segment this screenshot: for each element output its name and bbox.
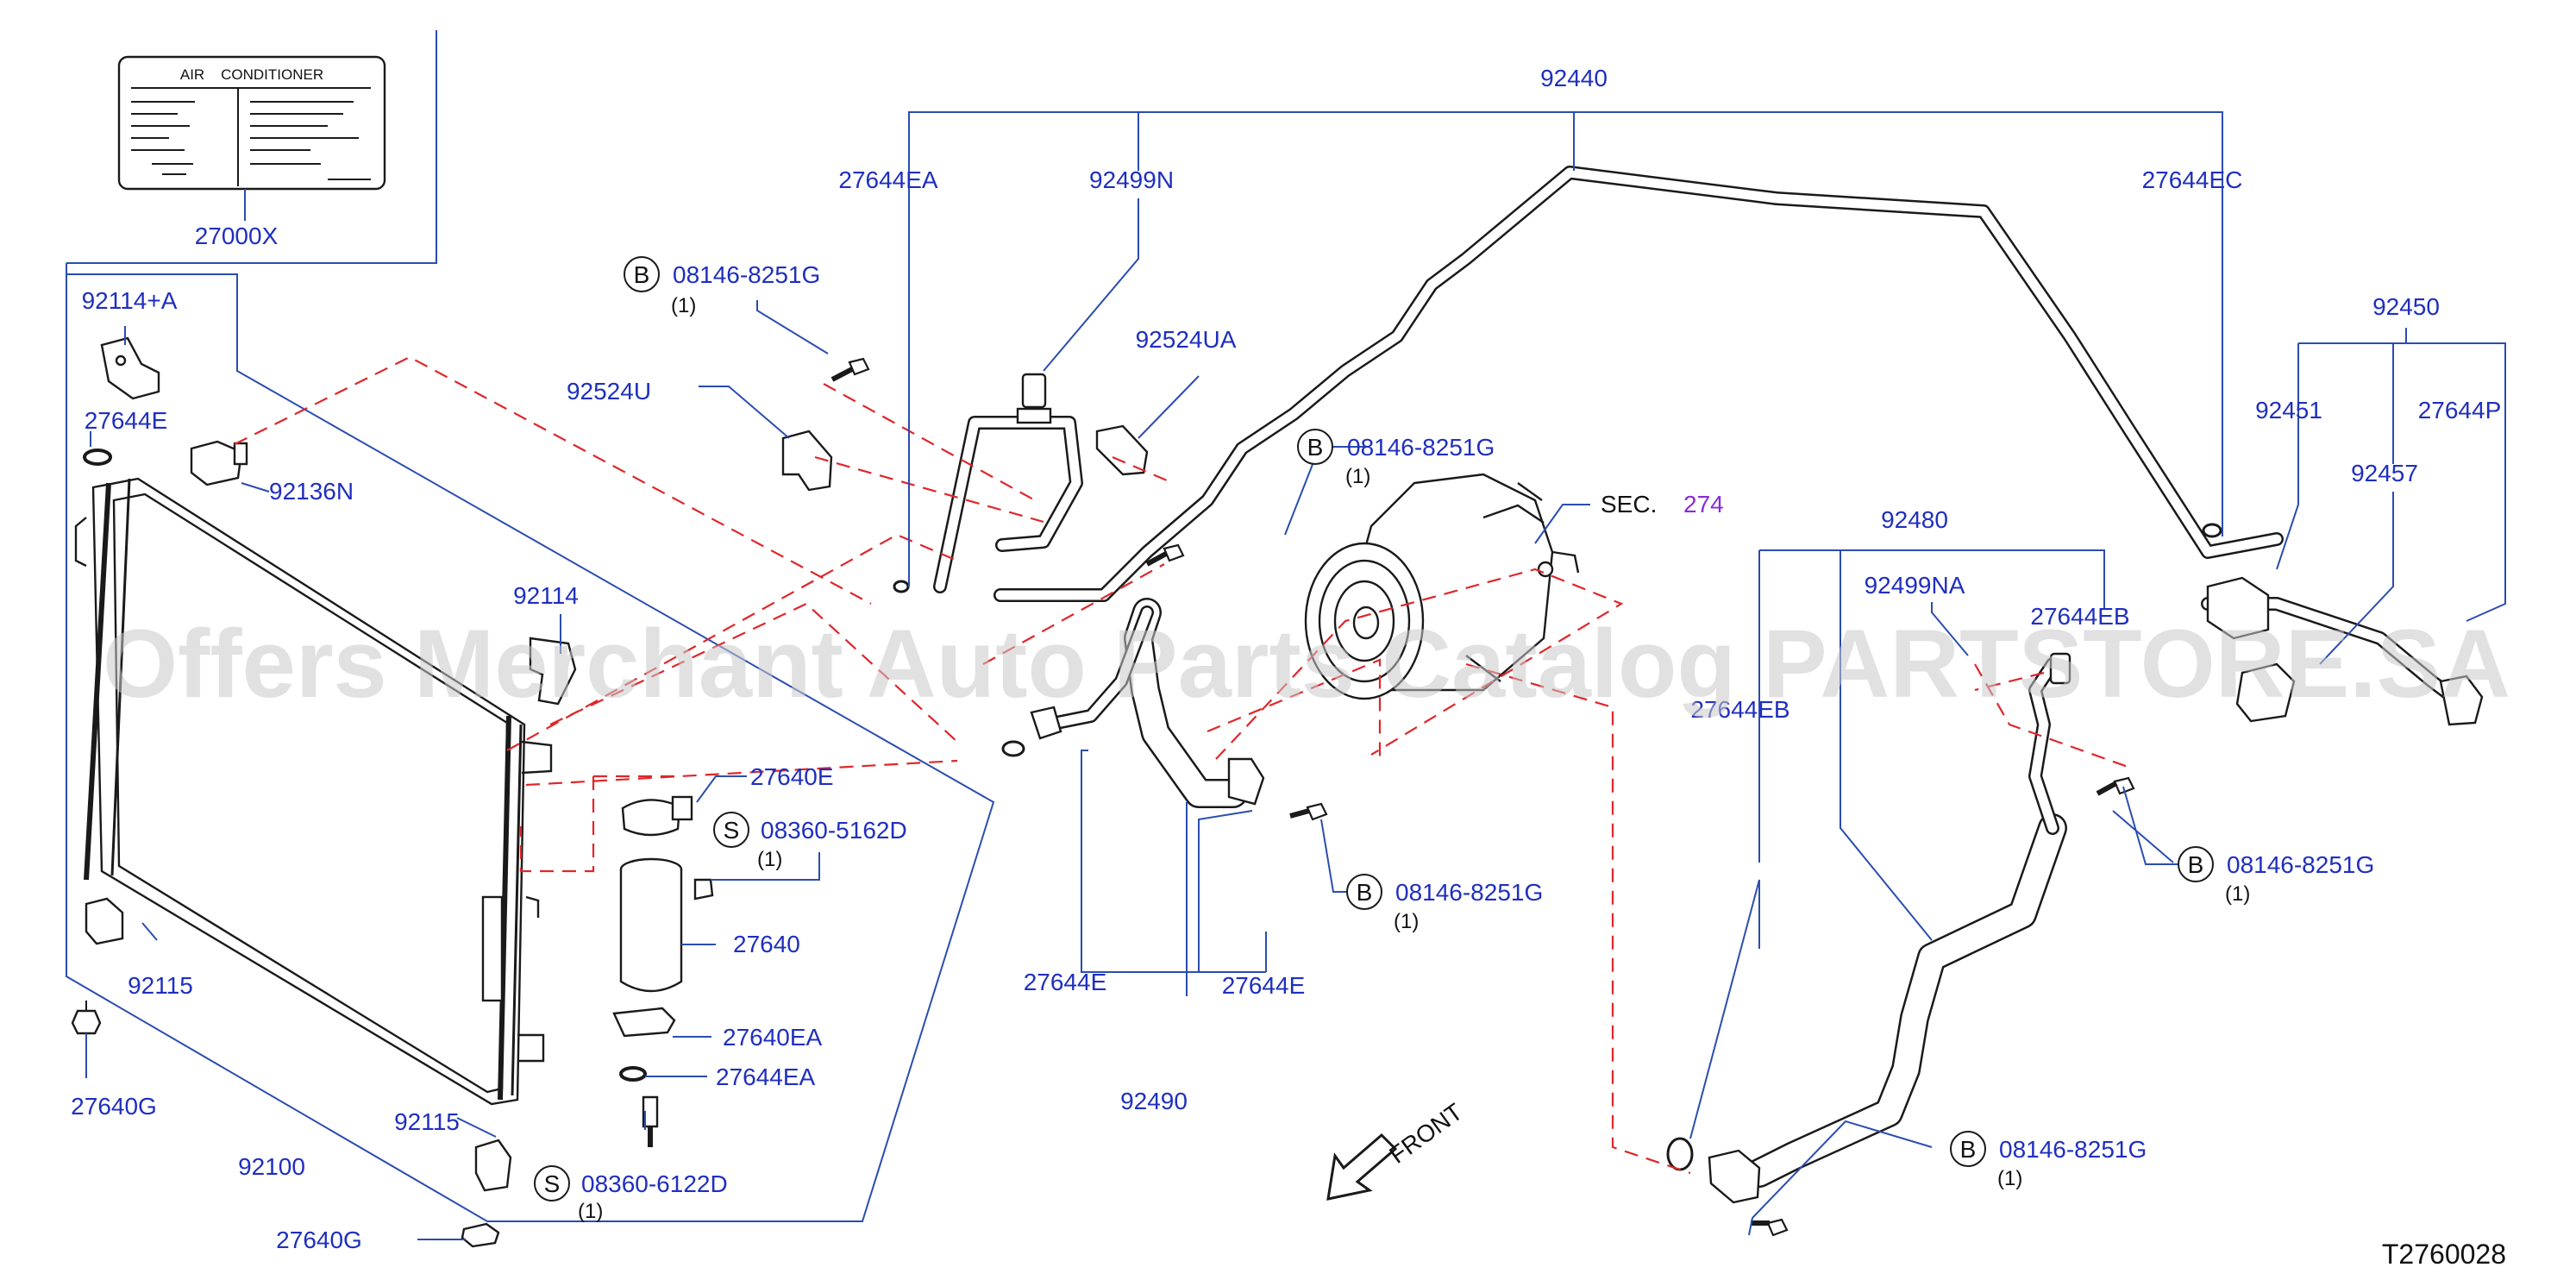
bolt-callout-b2: B 08146-8251G (1)	[1297, 429, 1495, 488]
label-27644E-top: 27644E	[85, 407, 168, 434]
mount-92115-left	[85, 897, 124, 945]
bushing-27640g-left	[71, 1001, 102, 1035]
bolt-part-b4: 08146-8251G	[2227, 851, 2374, 878]
bolt-part-b3: 08146-8251G	[1395, 879, 1543, 906]
screw-callout-s1: S 08360-5162D (1)	[713, 812, 907, 871]
label-plate-group: AIR CONDITIONER 27000X	[66, 30, 437, 264]
bolt-code-b1: B	[634, 261, 650, 288]
bracket-92524u	[781, 430, 833, 492]
bracket-92524ua	[1095, 424, 1149, 476]
label-92115-left: 92115	[128, 972, 193, 999]
label-27644EB-right: 27644EB	[2030, 603, 2129, 630]
label-27644EA: 27644EA	[838, 166, 938, 193]
bolt-code-b5: B	[1960, 1136, 1977, 1163]
label-plate-title: AIR CONDITIONER	[180, 66, 323, 83]
section-prefix: SEC.	[1601, 491, 1657, 518]
bolt-qty-b5: (1)	[1997, 1167, 2022, 1190]
part-callouts: 92440 27644EA 92499N 27644EC 92524UA 925…	[71, 65, 2501, 1253]
connection-lines	[234, 355, 2131, 1175]
mount-92115-bottom	[474, 1139, 512, 1192]
label-27644EB-left: 27644EB	[1690, 696, 1789, 723]
label-92524UA: 92524UA	[1136, 326, 1237, 353]
label-27640E: 27640E	[750, 763, 834, 790]
bolt-part-b5: 08146-8251G	[1999, 1136, 2147, 1163]
bolt-qty-b3: (1)	[1394, 910, 1419, 933]
service-valve-92499n	[1021, 373, 1047, 409]
bolt-qty-b1: (1)	[671, 294, 696, 317]
screw-qty-s1: (1)	[757, 848, 782, 871]
bolt-part-b2: 08146-8251G	[1347, 434, 1495, 461]
o-ring-27644ea-low	[619, 1066, 647, 1082]
bolt-callout-b1: B 08146-8251G (1)	[624, 256, 820, 317]
label-92114A: 92114+A	[82, 287, 178, 314]
bolt-part-b1: 08146-8251G	[673, 261, 820, 288]
screw-callout-s2: S 08360-6122D (1)	[534, 1165, 728, 1223]
label-92499N: 92499N	[1089, 166, 1174, 193]
watermark: Offers Merchant Auto Parts Catalog PARTS…	[103, 610, 2510, 718]
screw-code-s1: S	[724, 817, 740, 844]
label-27000X: 27000X	[195, 223, 279, 249]
label-92499NA: 92499NA	[1865, 572, 1965, 599]
screw-part-s1: 08360-5162D	[761, 817, 907, 844]
bolt-callout-b4: B 08146-8251G (1)	[2178, 846, 2374, 906]
label-plate-lines	[131, 87, 371, 186]
condenser	[74, 477, 553, 1106]
label-27644E-mid: 27644E	[1024, 969, 1107, 995]
o-ring-27644e-top	[83, 449, 112, 466]
label-plate	[117, 55, 386, 191]
drawing-id: T2760028	[2382, 1239, 2506, 1270]
section-number: 274	[1683, 491, 1724, 518]
bolt-qty-b4: (1)	[2225, 882, 2250, 906]
section-reference: SEC. 274	[1601, 491, 1724, 518]
front-arrow-icon	[1326, 1133, 1398, 1201]
label-27644P: 27644P	[2418, 397, 2502, 424]
bracket-92114a	[100, 336, 160, 400]
label-92450: 92450	[2372, 293, 2440, 320]
screw-qty-s2: (1)	[578, 1200, 603, 1223]
bolt-callout-b5: B 08146-8251G (1)	[1950, 1131, 2147, 1190]
bracket-92114	[529, 637, 577, 706]
condenser-group-outline	[66, 263, 995, 1222]
label-92480: 92480	[1881, 506, 1948, 533]
label-27640G-bottom: 27640G	[276, 1227, 362, 1253]
label-92136N: 92136N	[269, 478, 354, 505]
label-27640EA: 27640EA	[723, 1024, 823, 1051]
pressure-sensor-92136n	[190, 440, 248, 486]
label-27644EA-low: 27644EA	[716, 1064, 816, 1090]
label-92490: 92490	[1120, 1088, 1188, 1114]
bolt-graphics	[830, 357, 2135, 1237]
label-27640G-left: 27640G	[71, 1093, 157, 1120]
compressor	[1304, 473, 1580, 700]
bolt-code-b2: B	[1307, 434, 1324, 461]
label-27644E-mid2: 27644E	[1222, 972, 1306, 999]
bolt-qty-b2: (1)	[1345, 465, 1370, 488]
bushing-27640g-bottom	[461, 1222, 500, 1248]
label-92440: 92440	[1540, 65, 1608, 91]
bolt-code-b4: B	[2188, 851, 2204, 878]
bolt-code-b3: B	[1357, 879, 1373, 906]
label-27644EC: 27644EC	[2142, 166, 2243, 193]
label-92524U: 92524U	[567, 378, 651, 405]
bolt-callout-b3: B 08146-8251G (1)	[1346, 874, 1543, 933]
label-92457: 92457	[2351, 460, 2418, 486]
label-27640: 27640	[733, 931, 800, 957]
label-92114: 92114	[513, 582, 579, 609]
screw-code-s2: S	[544, 1170, 561, 1197]
screw-part-s2: 08360-6122D	[581, 1170, 728, 1197]
receiver-drier	[612, 795, 714, 1147]
label-92100: 92100	[238, 1153, 305, 1180]
label-92115-bottom: 92115	[394, 1108, 460, 1135]
label-92451: 92451	[2255, 397, 2322, 424]
